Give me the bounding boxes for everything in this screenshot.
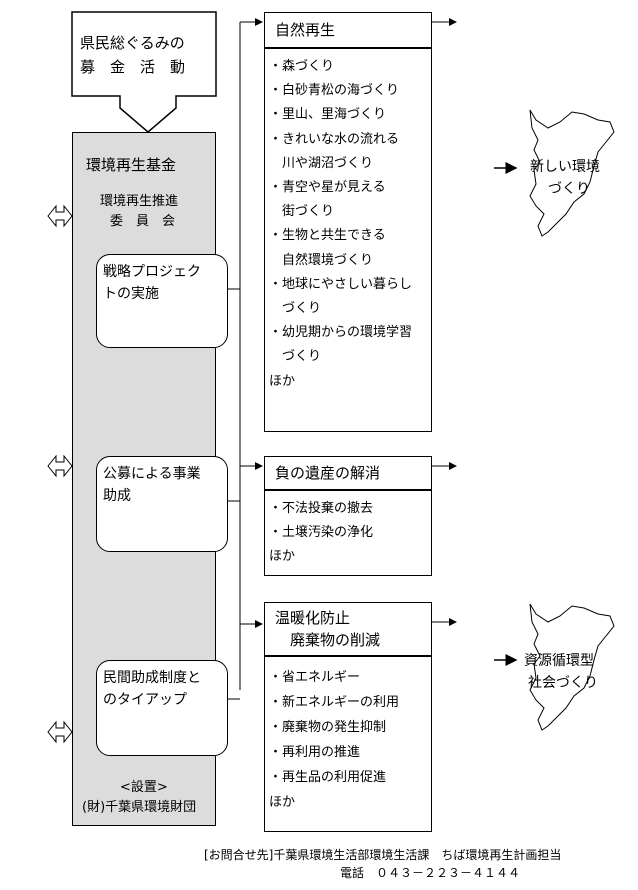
- setup-label: <設置>: [120, 780, 168, 795]
- category-title: 負の遺産の解消: [275, 464, 381, 482]
- campaign-arrow-shape: [71, 11, 217, 133]
- list-item: ・里山、里海づくり: [269, 107, 387, 123]
- category-list-warming: ・省エネルギー ・新エネルギーの利用 ・廃棄物の発生抑制 ・再利用の推進 ・再生…: [264, 656, 432, 832]
- fund-title: 環境再生基金: [86, 156, 177, 174]
- setup-org: (財)千葉県環境財団: [82, 800, 197, 815]
- list-item: ・生物と共生できる: [269, 228, 386, 244]
- double-arrow-icon: [47, 204, 73, 228]
- category-items: ・森づくり ・白砂青松の海づくり ・里山、里海づくり ・きれいな水の流れる 川や…: [269, 55, 412, 394]
- campaign-line-1: 県民総ぐるみの: [80, 34, 185, 52]
- list-item: ・廃棄物の発生抑制: [269, 720, 387, 735]
- list-item: ほか: [269, 549, 296, 564]
- list-item: ・新エネルギーの利用: [269, 695, 400, 710]
- list-item: ・再利用の推進: [269, 745, 361, 760]
- outcome-1-line-1: 新しい環境: [530, 159, 600, 175]
- committee-line-1: 環境再生推進: [100, 194, 179, 209]
- list-item: ・再生品の利用促進: [269, 770, 387, 785]
- list-item: ・土壌汚染の浄化: [269, 525, 374, 540]
- category-title-line-1: 温暖化防止: [275, 609, 351, 627]
- list-item: ・白砂青松の海づくり: [269, 83, 400, 99]
- list-item: ・幼児期からの環境学習: [269, 325, 413, 341]
- list-item: 街づくり: [269, 204, 335, 220]
- list-item: ・青空や星が見える: [269, 180, 386, 196]
- category-items: ・不法投棄の撤去 ・土壌汚染の浄化 ほか: [269, 497, 373, 569]
- category-list-nature: ・森づくり ・白砂青松の海づくり ・里山、里海づくり ・きれいな水の流れる 川や…: [264, 48, 432, 432]
- category-title: 自然再生: [275, 21, 336, 39]
- list-item: ほか: [269, 373, 296, 389]
- campaign-line-2: 募 金 活 動: [80, 58, 186, 76]
- category-header-nature: 自然再生: [264, 12, 432, 48]
- committee-line-2: 委 員 会: [110, 214, 176, 229]
- outcome-2-line-1: 資源循環型: [524, 653, 594, 669]
- outcome-1-line-2: づくり: [548, 181, 590, 197]
- category-header-legacy: 負の遺産の解消: [264, 456, 432, 490]
- list-item: ・省エネルギー: [269, 670, 361, 685]
- category-title-line-2: 廃棄物の削減: [275, 631, 381, 649]
- list-item: ・森づくり: [269, 59, 335, 74]
- category-list-legacy: ・不法投棄の撤去 ・土壌汚染の浄化 ほか: [264, 490, 432, 576]
- double-arrow-icon: [47, 720, 73, 744]
- list-item: ・きれいな水の流れる: [269, 131, 400, 147]
- chiba-map-icon: [529, 109, 615, 237]
- list-item: ・不法投棄の撤去: [269, 501, 374, 516]
- footer-phone: 電話 ０４３－２２３－４１４４: [340, 866, 521, 880]
- list-item: ・地球にやさしい暮らし: [269, 276, 413, 292]
- list-item: づくり: [269, 349, 322, 365]
- category-header-warming: 温暖化防止 廃棄物の削減: [264, 602, 432, 656]
- double-arrow-icon: [47, 454, 73, 478]
- list-item: づくり: [269, 301, 322, 317]
- footer-contact: [お問合せ先]千葉県環境生活部環境生活課 ちば環境再生計画担当: [204, 848, 562, 862]
- action-box-private: 民間助成制度と のタイアップ: [96, 660, 228, 756]
- chiba-map-icon: [529, 603, 615, 731]
- action-box-strategic: 戦略プロジェク トの実施: [96, 254, 228, 348]
- action-box-public: 公募による事業 助成: [96, 456, 228, 552]
- list-item: 川や湖沼づくり: [269, 155, 374, 171]
- category-items: ・省エネルギー ・新エネルギーの利用 ・廃棄物の発生抑制 ・再利用の推進 ・再生…: [269, 665, 399, 815]
- list-item: 自然環境づくり: [269, 252, 374, 268]
- outcome-2-line-2: 社会づくり: [528, 675, 598, 691]
- list-item: ほか: [269, 795, 296, 810]
